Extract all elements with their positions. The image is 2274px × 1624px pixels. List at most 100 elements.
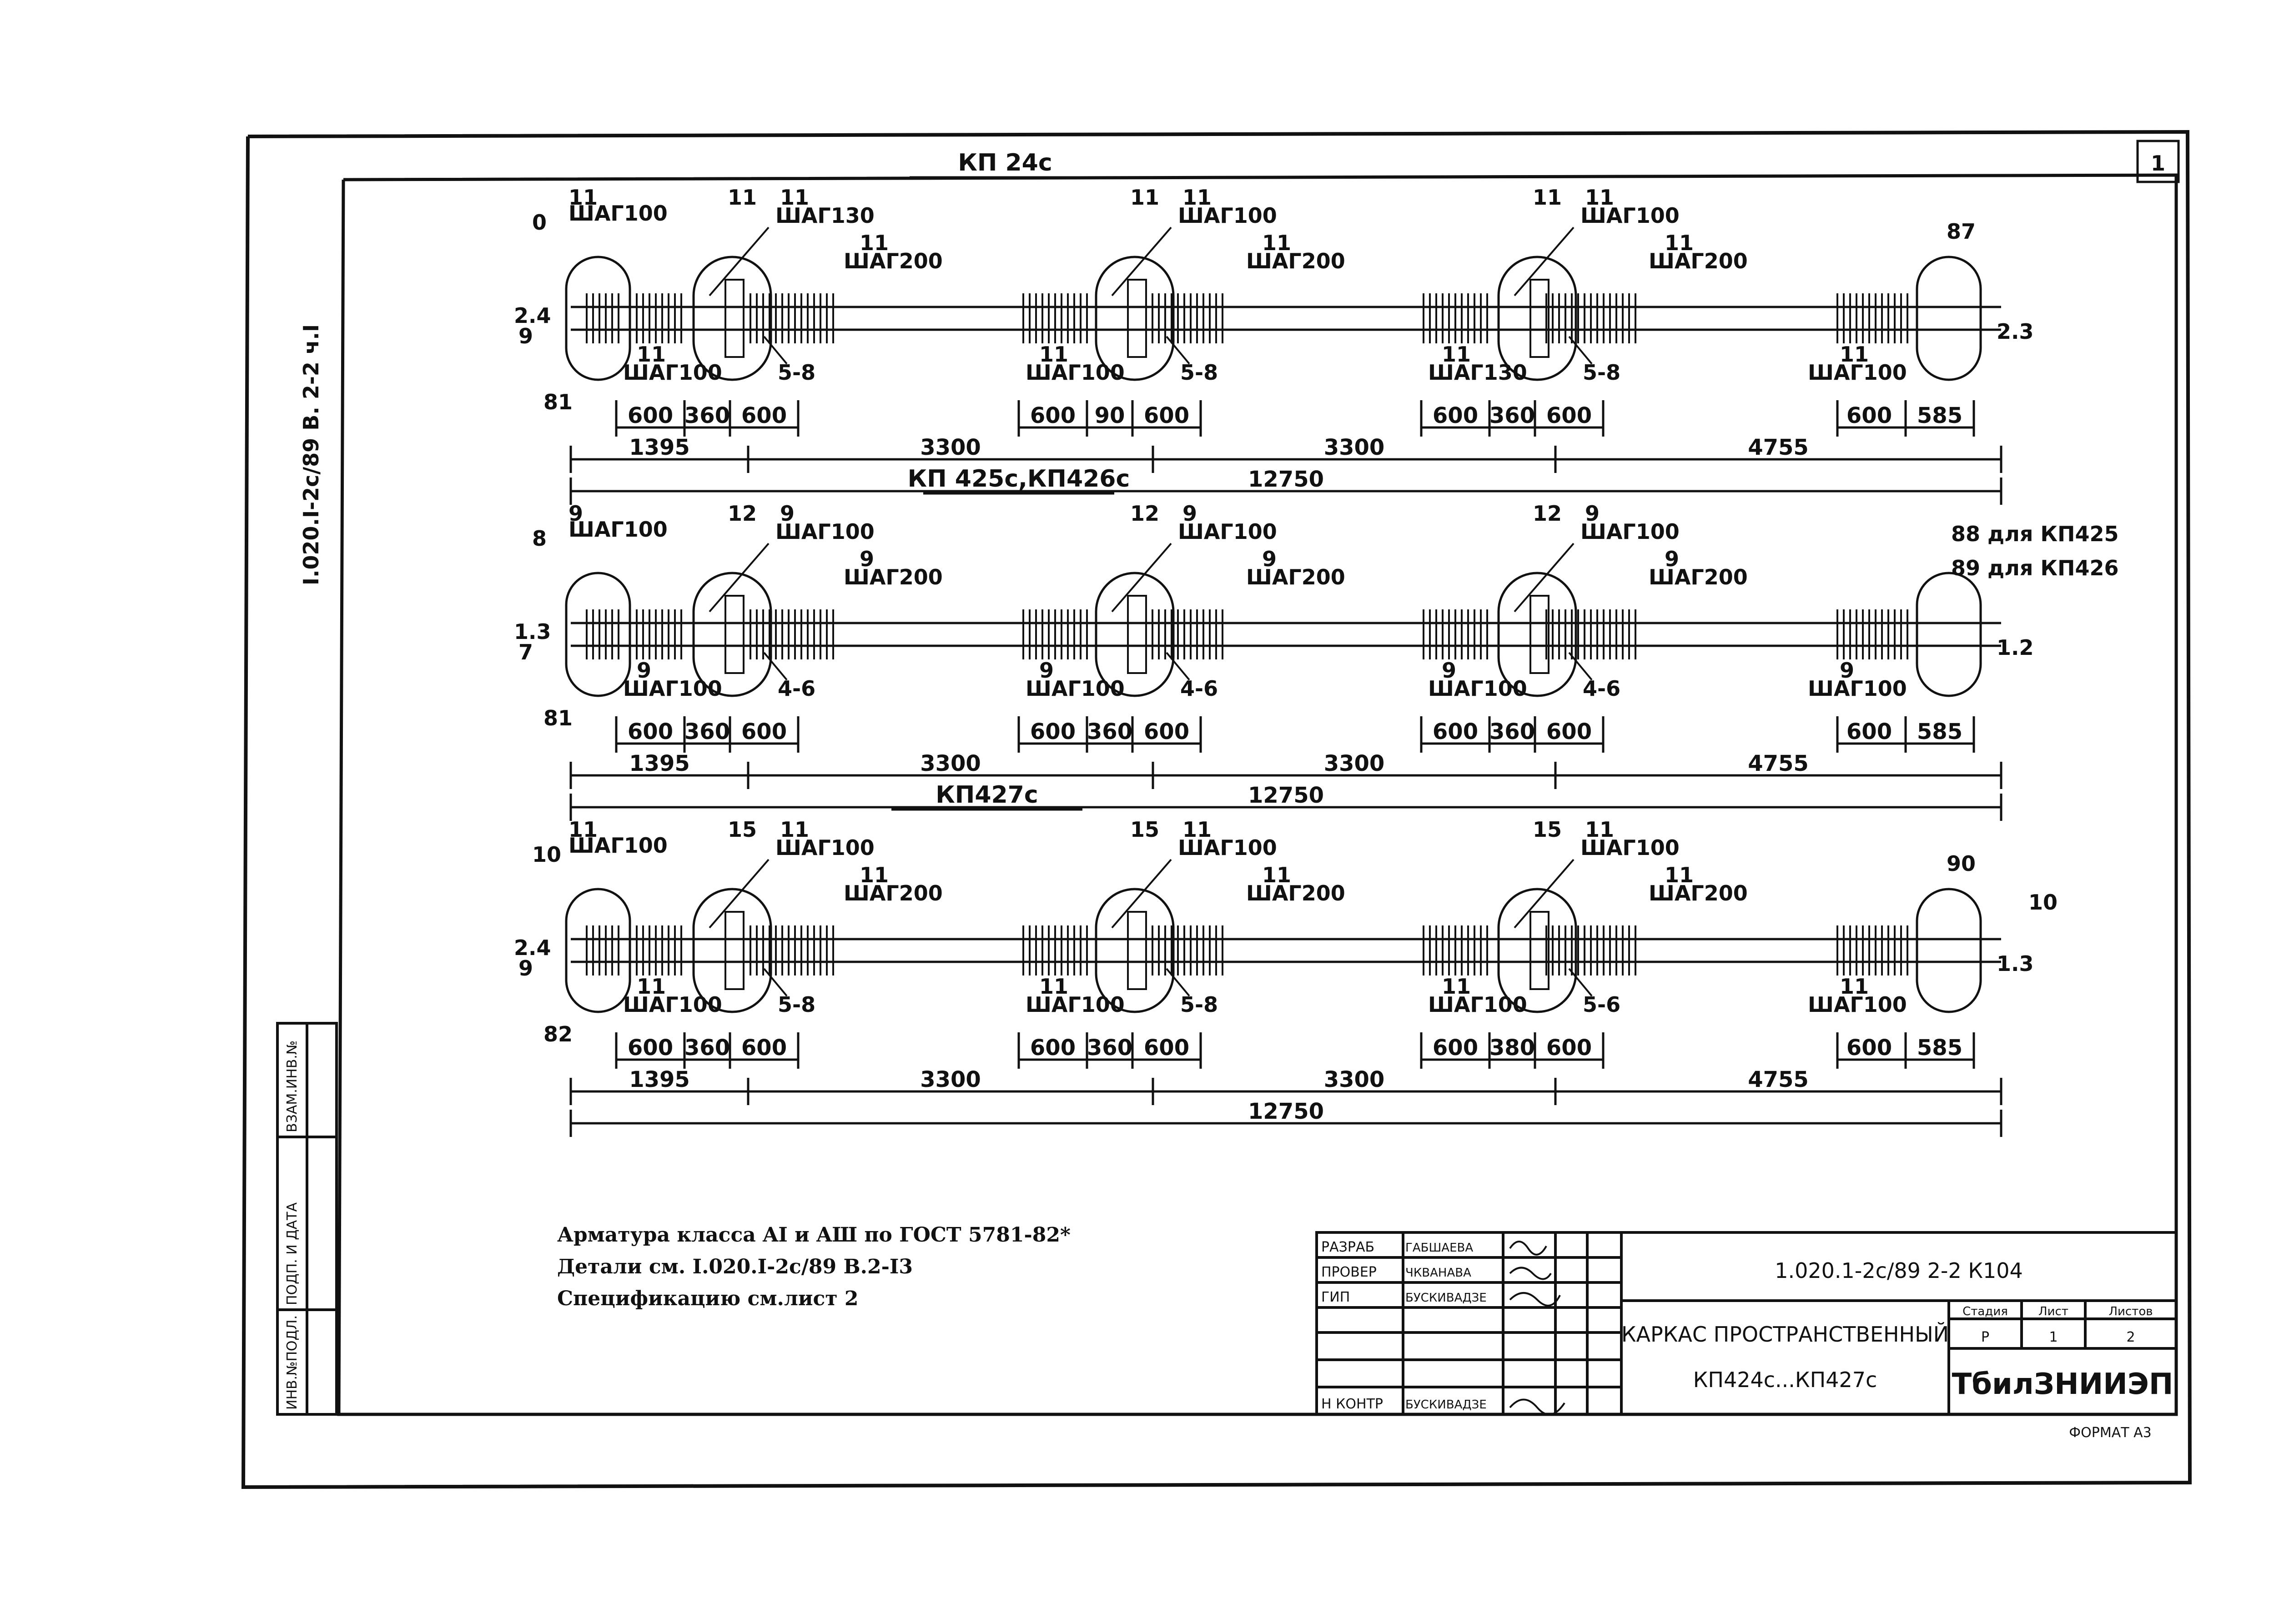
end-left-bar-mark: 11 [568,817,598,842]
end-right-top-mark-1: 88 для КП425 [1951,522,2119,546]
end-right-bottom-step: ШАГ100 [1808,992,1907,1017]
leader [709,543,770,613]
zone-top-step: ШАГ100 [1178,519,1277,544]
dimension-value: 600 [628,719,673,744]
end-dimension-value: 585 [1917,719,1962,744]
end-detail-right [1916,888,1982,1013]
role-n-kontr: Н КОНТР [1321,1396,1383,1412]
end-detail-left [565,572,631,697]
zone-bottom-mark: 11 [637,974,666,999]
sheet-number: 1 [2151,151,2165,176]
zone-step-mark: 11 [780,817,809,842]
zone-plate [1127,595,1147,674]
end-left-side-mark-2: 9 [518,956,533,980]
main-dimension-value: 3300 [920,1067,981,1092]
sheet-value: 1 [2049,1329,2058,1345]
zone-plate [724,595,745,674]
zone-top-mark: 15 [1130,817,1159,842]
zone-top-mark: 12 [1533,501,1562,526]
zone-top-step2: ШАГ200 [1246,565,1345,589]
zone-plate [1127,279,1147,358]
note-line-2: Детали см. I.020.I-2с/89 В.2-I3 [557,1255,913,1278]
zone-bottom-step: ШАГ100 [1026,360,1125,385]
frame-title: КП427с [936,781,1038,809]
sheets-label: Листов [2108,1305,2153,1318]
frame-title: КП 24с [958,149,1052,176]
dimension-value: 600 [1144,719,1189,744]
zone-top-step: ШАГ100 [1178,203,1277,228]
zone-top-mark: 11 [728,185,757,210]
zone-sub-mark: 5-8 [1180,360,1218,385]
end-left-bottom-mark: 81 [543,706,573,730]
zone-bottom-step: ШАГ100 [1026,992,1125,1017]
zone-sub-mark: 5-8 [1583,360,1620,385]
zone-plate [1529,279,1550,358]
end-right-bottom-mark: 11 [1840,974,1869,999]
zone-detail-oval [1497,572,1577,697]
role-prover: ПРОВЕР [1321,1264,1377,1280]
zone-top-mark: 15 [728,817,757,842]
zone-top-step: ШАГ100 [1580,835,1680,860]
total-dimension-value: 12750 [1248,783,1324,808]
end-dimension-value: 600 [1846,719,1892,744]
zone-bottom-mark: 11 [1442,342,1471,367]
zone-top-step: ШАГ100 [775,519,875,544]
zone-step2-mark: 11 [860,863,889,887]
main-dimension-value: 3300 [1324,1067,1385,1092]
zone-step2-mark: 11 [1262,231,1291,255]
stage-label: Стадия [1962,1305,2008,1318]
item-name-line-2: КП424с...КП427с [1693,1368,1877,1392]
frame-3 [565,808,2002,1137]
zone-top-step2: ШАГ200 [1649,249,1748,273]
zone-step2-mark: 11 [1665,231,1694,255]
zone-detail-oval [692,256,772,381]
zone-step2-mark: 9 [1665,547,1679,571]
zone-top-mark: 15 [1533,817,1562,842]
dimension-value: 600 [1030,1035,1076,1061]
zone-bottom-step: ШАГ100 [623,992,722,1017]
end-right-side-mark: 2.3 [1997,319,2034,344]
zone-bottom-step: ШАГ100 [1026,676,1125,701]
leader [1514,543,1575,613]
end-left-bottom-mark: 81 [543,390,573,414]
dimension-value: 600 [1546,403,1592,428]
end-right-bottom-mark: 11 [1840,342,1869,367]
note-line-1: Арматура класса AI и AШ по ГОСТ 5781-82* [557,1223,1071,1247]
zone-step2-mark: 9 [1262,547,1277,571]
dimension-value: 380 [1489,1035,1535,1061]
end-detail-left [565,256,631,381]
end-right-bottom-step: ШАГ100 [1808,360,1907,385]
zone-step2-mark: 11 [1665,863,1694,887]
zone-bottom-mark: 11 [1442,974,1471,999]
end-detail-right [1916,256,1982,381]
dimension-value: 600 [1144,1035,1189,1061]
zone-detail-oval [1095,888,1175,1013]
zone-bottom-step: ШАГ100 [1428,676,1527,701]
end-left-step: ШАГ100 [568,517,668,542]
zone-bottom-step: ШАГ100 [623,360,722,385]
zone-step-mark: 9 [1585,501,1600,526]
frame-1 [565,176,2002,505]
general-notes: Арматура класса AI и AШ по ГОСТ 5781-82*… [557,1223,1071,1310]
end-dimension-value: 585 [1917,403,1962,428]
zone-plate [724,911,745,990]
end-right-top-mark-2: 10 [2028,890,2058,915]
zone-sub-mark: 5-6 [1583,992,1620,1017]
dimension-value: 600 [1030,403,1076,428]
item-name-line-1: КАРКАС ПРОСТРАНСТВЕННЫЙ [1621,1322,1949,1347]
zone-top-mark: 11 [1533,185,1562,210]
end-dimension-value: 600 [1846,1035,1892,1061]
name-gip: БУСКИВАДЗЕ [1405,1291,1487,1305]
zone-detail-oval [1497,888,1577,1013]
frame-title: КП 425с,КП426с [908,465,1130,493]
end-detail-right [1916,572,1982,697]
total-dimension-value: 12750 [1248,467,1324,492]
zone-top-step: ШАГ100 [775,835,875,860]
zone-bottom-mark: 9 [637,658,651,683]
end-left-side-mark-2: 9 [518,324,533,348]
end-right-bottom-mark: 9 [1840,658,1854,683]
dimension-value: 600 [1030,719,1076,744]
zone-top-mark: 11 [1130,185,1159,210]
end-right-top-mark-2: 89 для КП426 [1951,556,2119,580]
end-right-bottom-step: ШАГ100 [1808,676,1907,701]
